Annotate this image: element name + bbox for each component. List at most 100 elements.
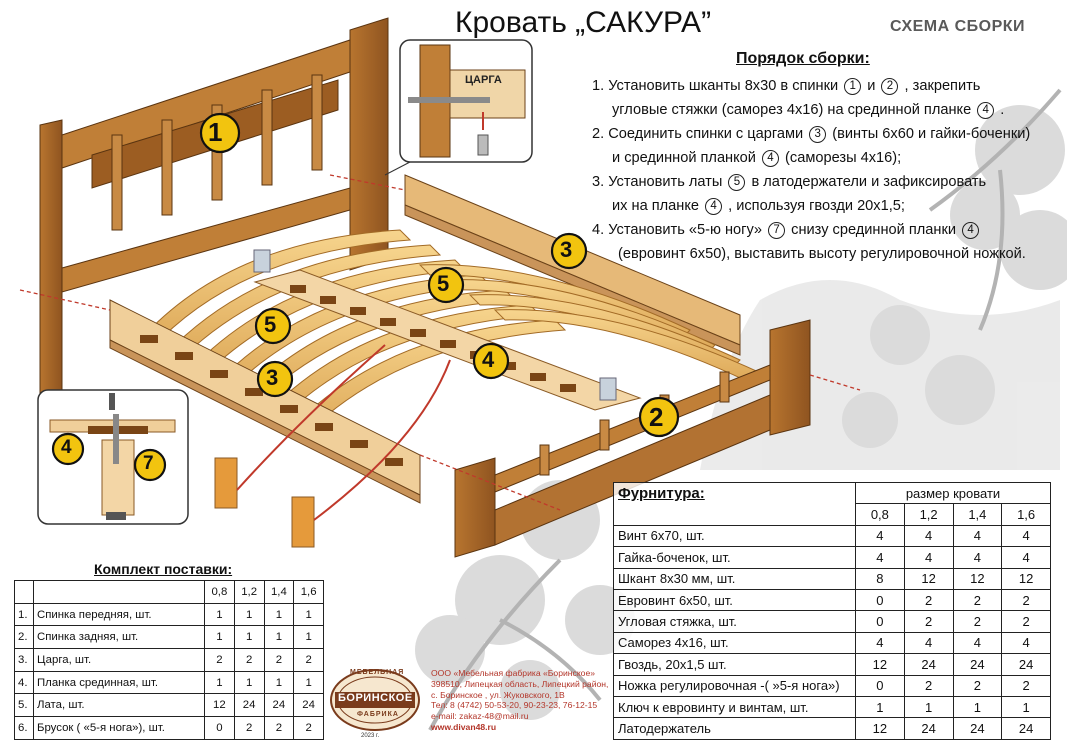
callout-5-left: 5 bbox=[264, 312, 277, 337]
footboard-front bbox=[454, 319, 811, 558]
kit-qty: 1 bbox=[233, 670, 265, 695]
furniture-item-name: Гайка-боченок, шт. bbox=[613, 546, 856, 569]
kit-qty: 2 bbox=[293, 716, 324, 740]
kit-qty: 1 bbox=[204, 670, 235, 695]
kit-qty: 24 bbox=[263, 693, 295, 718]
furniture-qty: 2 bbox=[952, 674, 1003, 697]
furniture-qty: 1 bbox=[952, 695, 1003, 719]
furniture-qty: 1 bbox=[855, 695, 905, 719]
company-url[interactable]: www.divan48.ru bbox=[431, 721, 497, 732]
kit-qty: 1 bbox=[293, 670, 324, 695]
rail-joint-inset bbox=[384, 39, 533, 176]
kit-title: Комплект поставки: bbox=[94, 561, 233, 577]
kit-qty: 2 bbox=[233, 648, 265, 672]
furniture-qty: 24 bbox=[1001, 717, 1051, 740]
company-logo bbox=[330, 669, 420, 731]
furniture-qty: 4 bbox=[952, 631, 1003, 655]
page-title: Кровать „САКУРА” bbox=[455, 6, 712, 39]
kit-qty: 2 bbox=[293, 648, 324, 672]
furniture-qty: 4 bbox=[855, 524, 905, 548]
furniture-header-row: Фурнитура: размер кровати bbox=[613, 481, 1051, 526]
furniture-qty: 24 bbox=[952, 653, 1003, 676]
kit-item-name: Царга, шт. bbox=[33, 648, 205, 672]
furniture-item-name: Шкант 8х30 мм, шт. bbox=[613, 567, 856, 590]
furniture-item-name: Ключ к евровинту и винтам, шт. bbox=[613, 695, 856, 719]
kit-item-number: 4. bbox=[14, 670, 34, 695]
kit-qty: 1 bbox=[263, 602, 295, 627]
furniture-qty: 24 bbox=[952, 717, 1003, 740]
callout-3-left: 3 bbox=[266, 365, 279, 390]
fifth-leg-inset bbox=[37, 389, 189, 525]
kit-qty: 2 bbox=[263, 648, 295, 672]
company-info: ООО «Мебельная фабрика «Боринское» 39851… bbox=[431, 668, 608, 733]
kit-qty: 1 bbox=[233, 602, 265, 627]
assembly-guides bbox=[19, 174, 861, 521]
furniture-qty: 2 bbox=[903, 610, 954, 633]
callout-2: 2 bbox=[649, 402, 664, 432]
size-col: 0,8 bbox=[204, 580, 235, 604]
furniture-qty: 24 bbox=[1001, 653, 1051, 676]
furniture-qty: 12 bbox=[1001, 567, 1051, 590]
kit-item-number: 6. bbox=[14, 716, 34, 740]
furniture-qty: 12 bbox=[903, 567, 954, 590]
kit-qty: 24 bbox=[293, 693, 324, 718]
logo-bottom-text: ФАБРИКА bbox=[357, 711, 399, 718]
furniture-item-name: Винт 6х70, шт. bbox=[613, 524, 856, 548]
kit-qty: 1 bbox=[204, 625, 235, 650]
furniture-item-name: Евровинт 6х50, шт. bbox=[613, 588, 856, 612]
step-2-line-1: 2. Соединить спинки с царгами 3 (винты 6… bbox=[592, 126, 1031, 143]
furniture-qty: 24 bbox=[903, 717, 954, 740]
kit-qty: 24 bbox=[233, 693, 265, 718]
furniture-qty: 0 bbox=[855, 610, 905, 633]
callout-4-inset: 4 bbox=[61, 437, 72, 458]
kit-item-number: 1. bbox=[14, 602, 34, 627]
furniture-item-name: Гвоздь, 20х1,5 шт. bbox=[613, 653, 856, 676]
callout-3-right: 3 bbox=[560, 237, 573, 262]
company-line: 398510, Липецкая область, Липецкий район… bbox=[431, 678, 609, 689]
callout-4: 4 bbox=[482, 347, 495, 372]
kit-item-number: 2. bbox=[14, 625, 34, 650]
furniture-item-name: Саморез 4х16, шт. bbox=[613, 631, 856, 655]
furniture-qty: 4 bbox=[952, 546, 1003, 569]
kit-item-number: 5. bbox=[14, 693, 34, 718]
size-col: 1,6 bbox=[1001, 503, 1051, 526]
kit-item-number: 3. bbox=[14, 648, 34, 672]
furniture-table: Фурнитура: размер кровати 0,8 1,2 1,4 1,… bbox=[613, 481, 1051, 740]
furniture-qty: 2 bbox=[1001, 588, 1051, 612]
kit-qty: 12 bbox=[204, 693, 235, 718]
company-line: Тел: 8 (4742) 50-53-20, 90-23-23, 76-12-… bbox=[431, 700, 598, 711]
furniture-qty: 4 bbox=[1001, 631, 1051, 655]
furniture-title: Фурнитура: bbox=[613, 482, 856, 526]
step-3-line-1: 3. Установить латы 5 в латодержатели и з… bbox=[592, 174, 987, 191]
logo-main-text: БОРИНСКОЕ bbox=[338, 692, 413, 704]
size-col: 1,2 bbox=[233, 580, 265, 604]
page-subtitle: СХЕМА СБОРКИ bbox=[890, 18, 1026, 35]
kit-qty: 1 bbox=[263, 670, 295, 695]
furniture-qty: 4 bbox=[903, 631, 954, 655]
company-line: ООО «Мебельная фабрика «Боринское» bbox=[431, 668, 596, 678]
furniture-qty: 2 bbox=[903, 674, 954, 697]
kit-qty: 0 bbox=[204, 716, 235, 740]
size-col: 0,8 bbox=[855, 503, 905, 526]
kit-item-name: Спинка передняя, шт. bbox=[33, 602, 205, 627]
furniture-item-name: Угловая стяжка, шт. bbox=[613, 610, 856, 633]
kit-item-name: Лата, шт. bbox=[33, 693, 205, 718]
callout-1: 1 bbox=[208, 117, 223, 147]
furniture-item-name: Латодержатель bbox=[613, 717, 856, 740]
kit-qty: 2 bbox=[233, 716, 265, 740]
kit-header-row: 0,8 1,2 1,4 1,6 bbox=[14, 580, 324, 604]
furniture-qty: 4 bbox=[855, 631, 905, 655]
furniture-qty: 4 bbox=[1001, 546, 1051, 569]
